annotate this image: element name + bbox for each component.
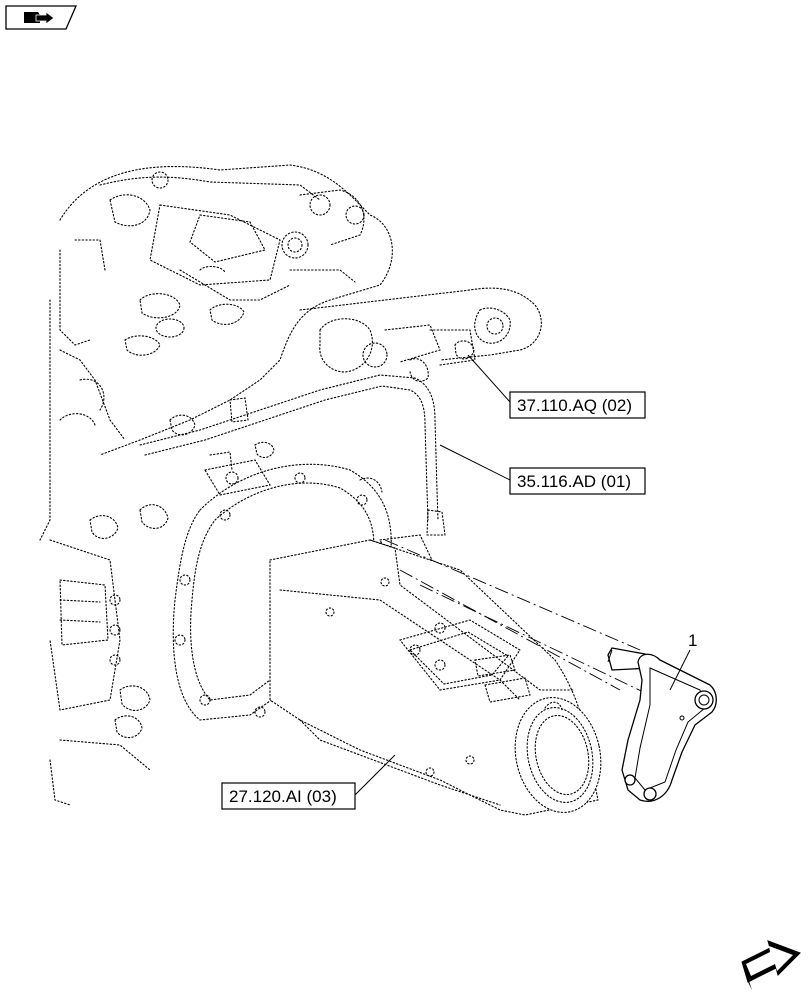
item-number-text: 1 [688, 631, 697, 650]
next-page-arrow-icon[interactable] [741, 940, 801, 990]
transmission-housing [39, 164, 393, 541]
item-number-1: 1 [669, 631, 697, 691]
callout-27-120-ai[interactable]: 27.120.AI (03) [221, 754, 396, 810]
book-arrow-icon[interactable] [5, 5, 77, 30]
axle-housing-tube [269, 539, 602, 816]
callout-35-116-ad[interactable]: 35.116.AD (01) [439, 444, 646, 495]
left-fittings [49, 504, 169, 806]
alignment-lines [384, 539, 661, 701]
callout-37-110-aq[interactable]: 37.110.AQ (02) [467, 354, 646, 419]
callout-label: 37.110.AQ (02) [517, 396, 632, 415]
lift-arm [299, 287, 542, 382]
hydraulic-pipe [139, 374, 446, 536]
callout-label: 27.120.AI (03) [229, 787, 337, 806]
bracket-plate-part-1[interactable] [607, 647, 717, 802]
callout-label: 35.116.AD (01) [517, 472, 631, 491]
